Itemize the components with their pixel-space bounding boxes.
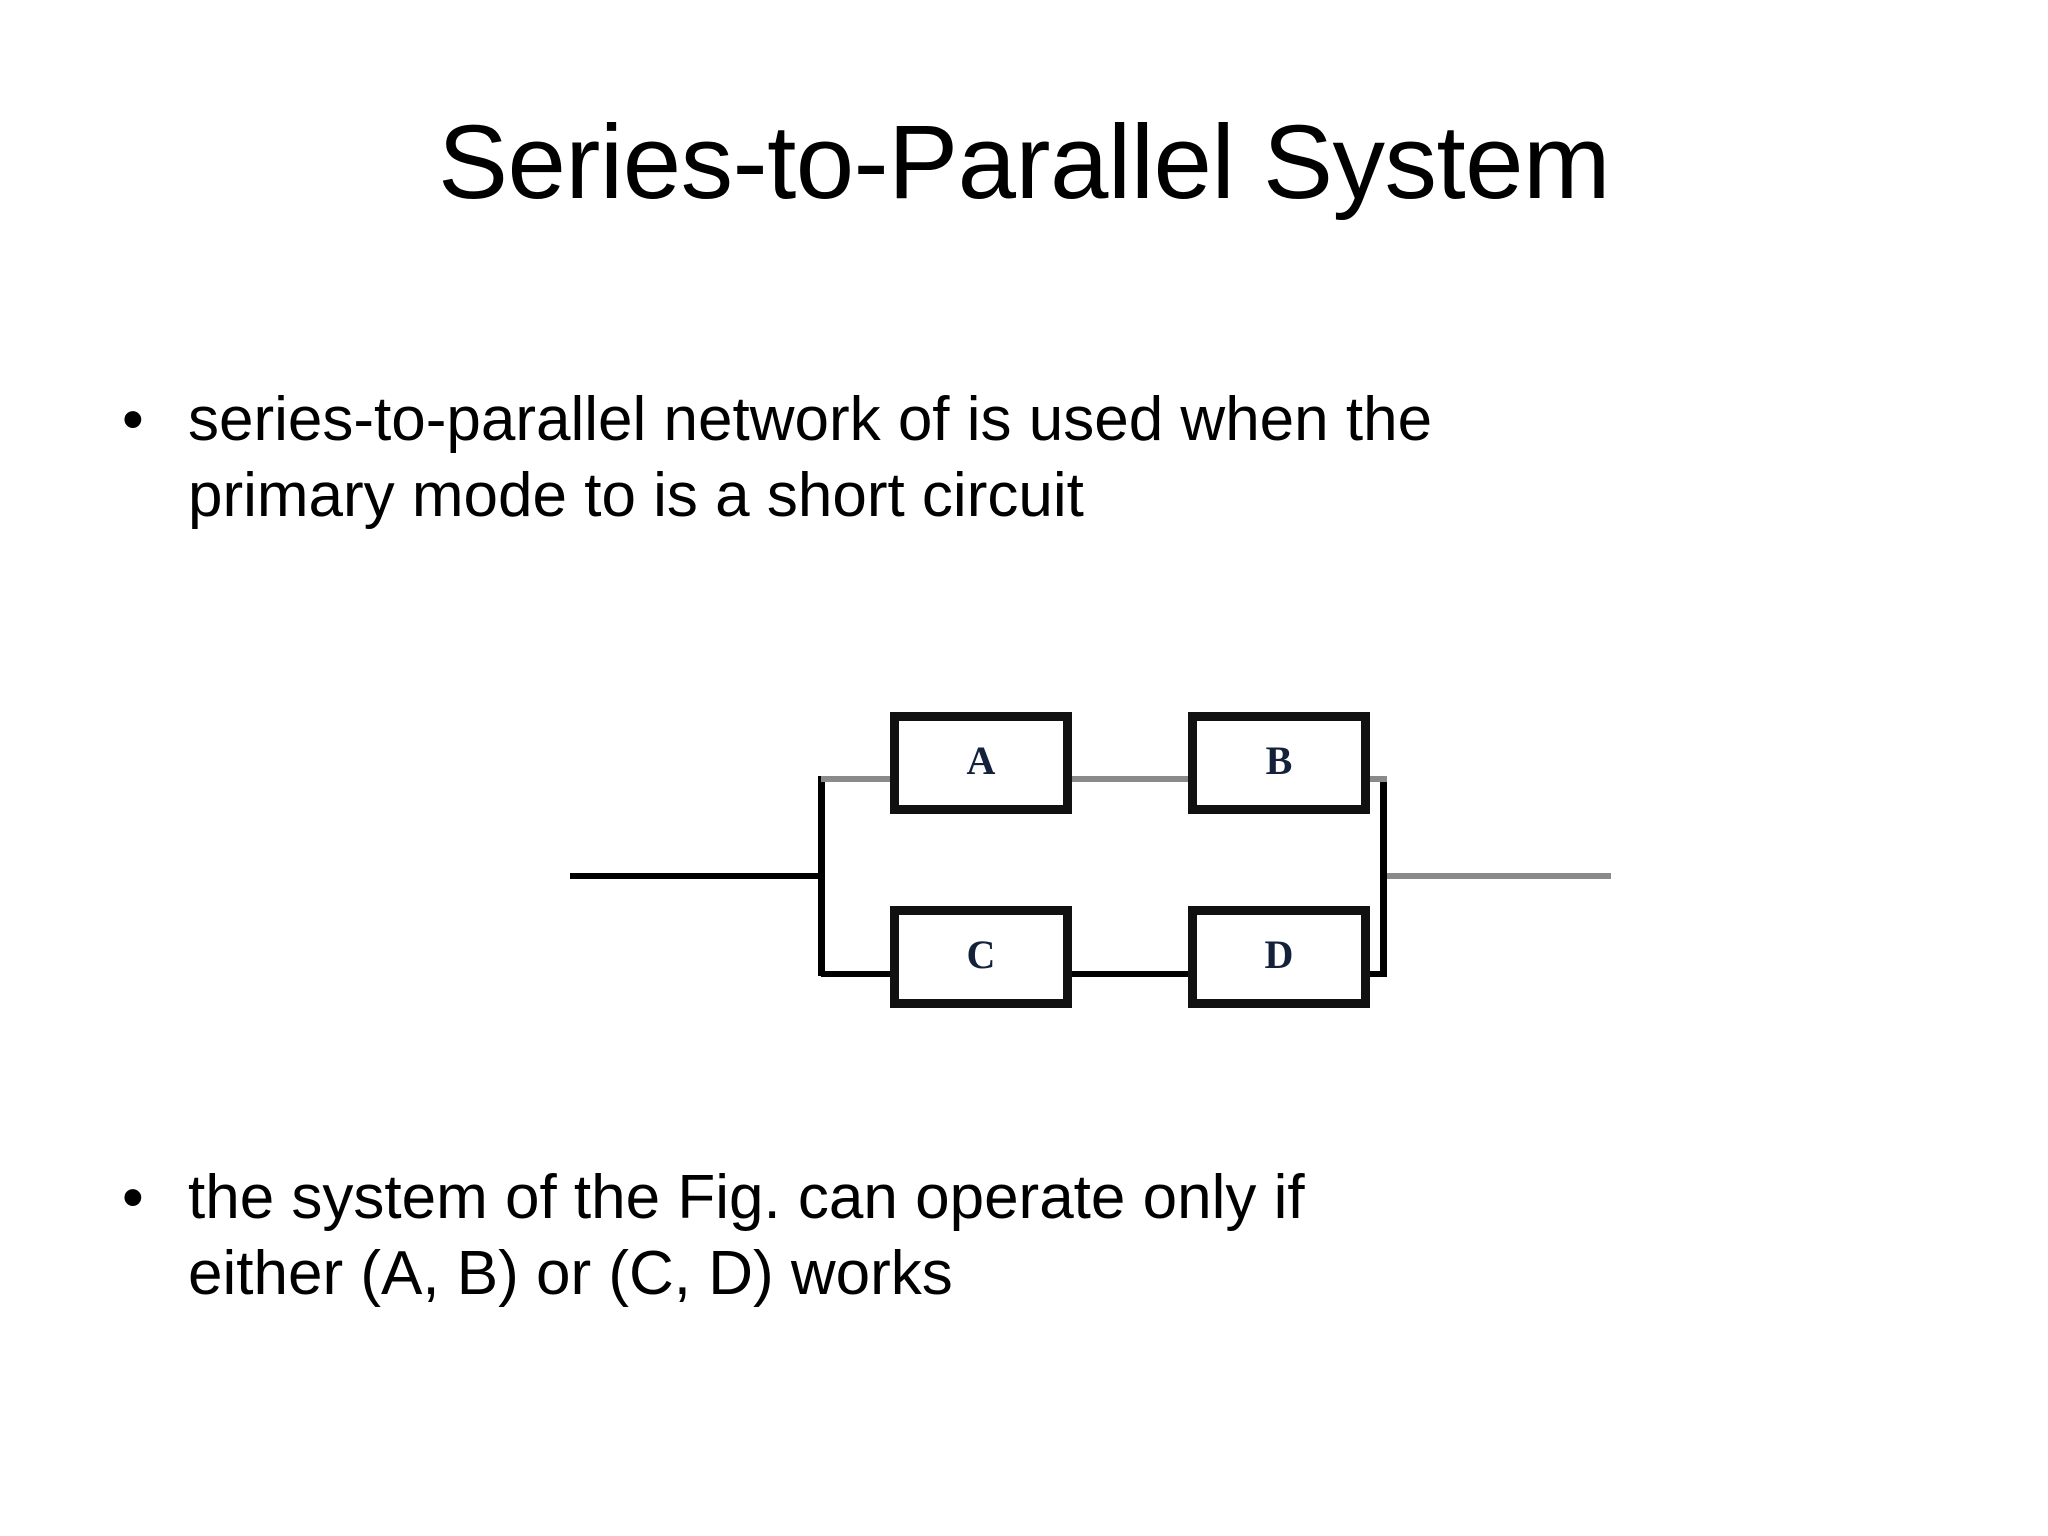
- right-terminal-lead: [1383, 873, 1611, 879]
- component-label-a: A: [966, 738, 996, 783]
- component-label-c: C: [966, 932, 996, 977]
- bullet-item-1: • series-to-parallel network of is used …: [122, 382, 2002, 533]
- bullet-1-line-2: primary mode to is a short circuit: [188, 460, 1084, 530]
- component-box-b: B: [1188, 712, 1370, 814]
- wire-a-to-b: [1070, 776, 1190, 782]
- component-box-c: C: [890, 906, 1072, 1008]
- component-label-b: B: [1265, 738, 1293, 783]
- component-label-d: D: [1264, 932, 1294, 977]
- left-terminal-lead: [570, 873, 822, 879]
- bullet-marker-icon-2: •: [122, 1163, 144, 1232]
- page-title: Series-to-Parallel System: [437, 104, 1611, 221]
- circuit-diagram: A B C D: [570, 690, 1611, 1090]
- bullet-2-line-2: either (A, B) or (C, D) works: [188, 1238, 953, 1308]
- bullet-item-2: • the system of the Fig. can operate onl…: [122, 1160, 2002, 1311]
- wire-bus-to-c: [821, 971, 913, 977]
- bullet-text-2: the system of the Fig. can operate only …: [188, 1160, 2002, 1311]
- left-bus-wire: [818, 776, 825, 976]
- wire-bus-to-a: [821, 776, 913, 782]
- bullet-1-line-1: series-to-parallel network of is used wh…: [188, 385, 1433, 454]
- right-bus-wire: [1380, 776, 1387, 976]
- bullet-text-1: series-to-parallel network of is used wh…: [188, 382, 2002, 533]
- component-box-d: D: [1188, 906, 1370, 1008]
- wire-c-to-d: [1070, 971, 1190, 977]
- component-box-a: A: [890, 712, 1072, 814]
- bullet-2-line-1: the system of the Fig. can operate only …: [188, 1163, 1305, 1232]
- bullet-marker-icon: •: [122, 385, 144, 454]
